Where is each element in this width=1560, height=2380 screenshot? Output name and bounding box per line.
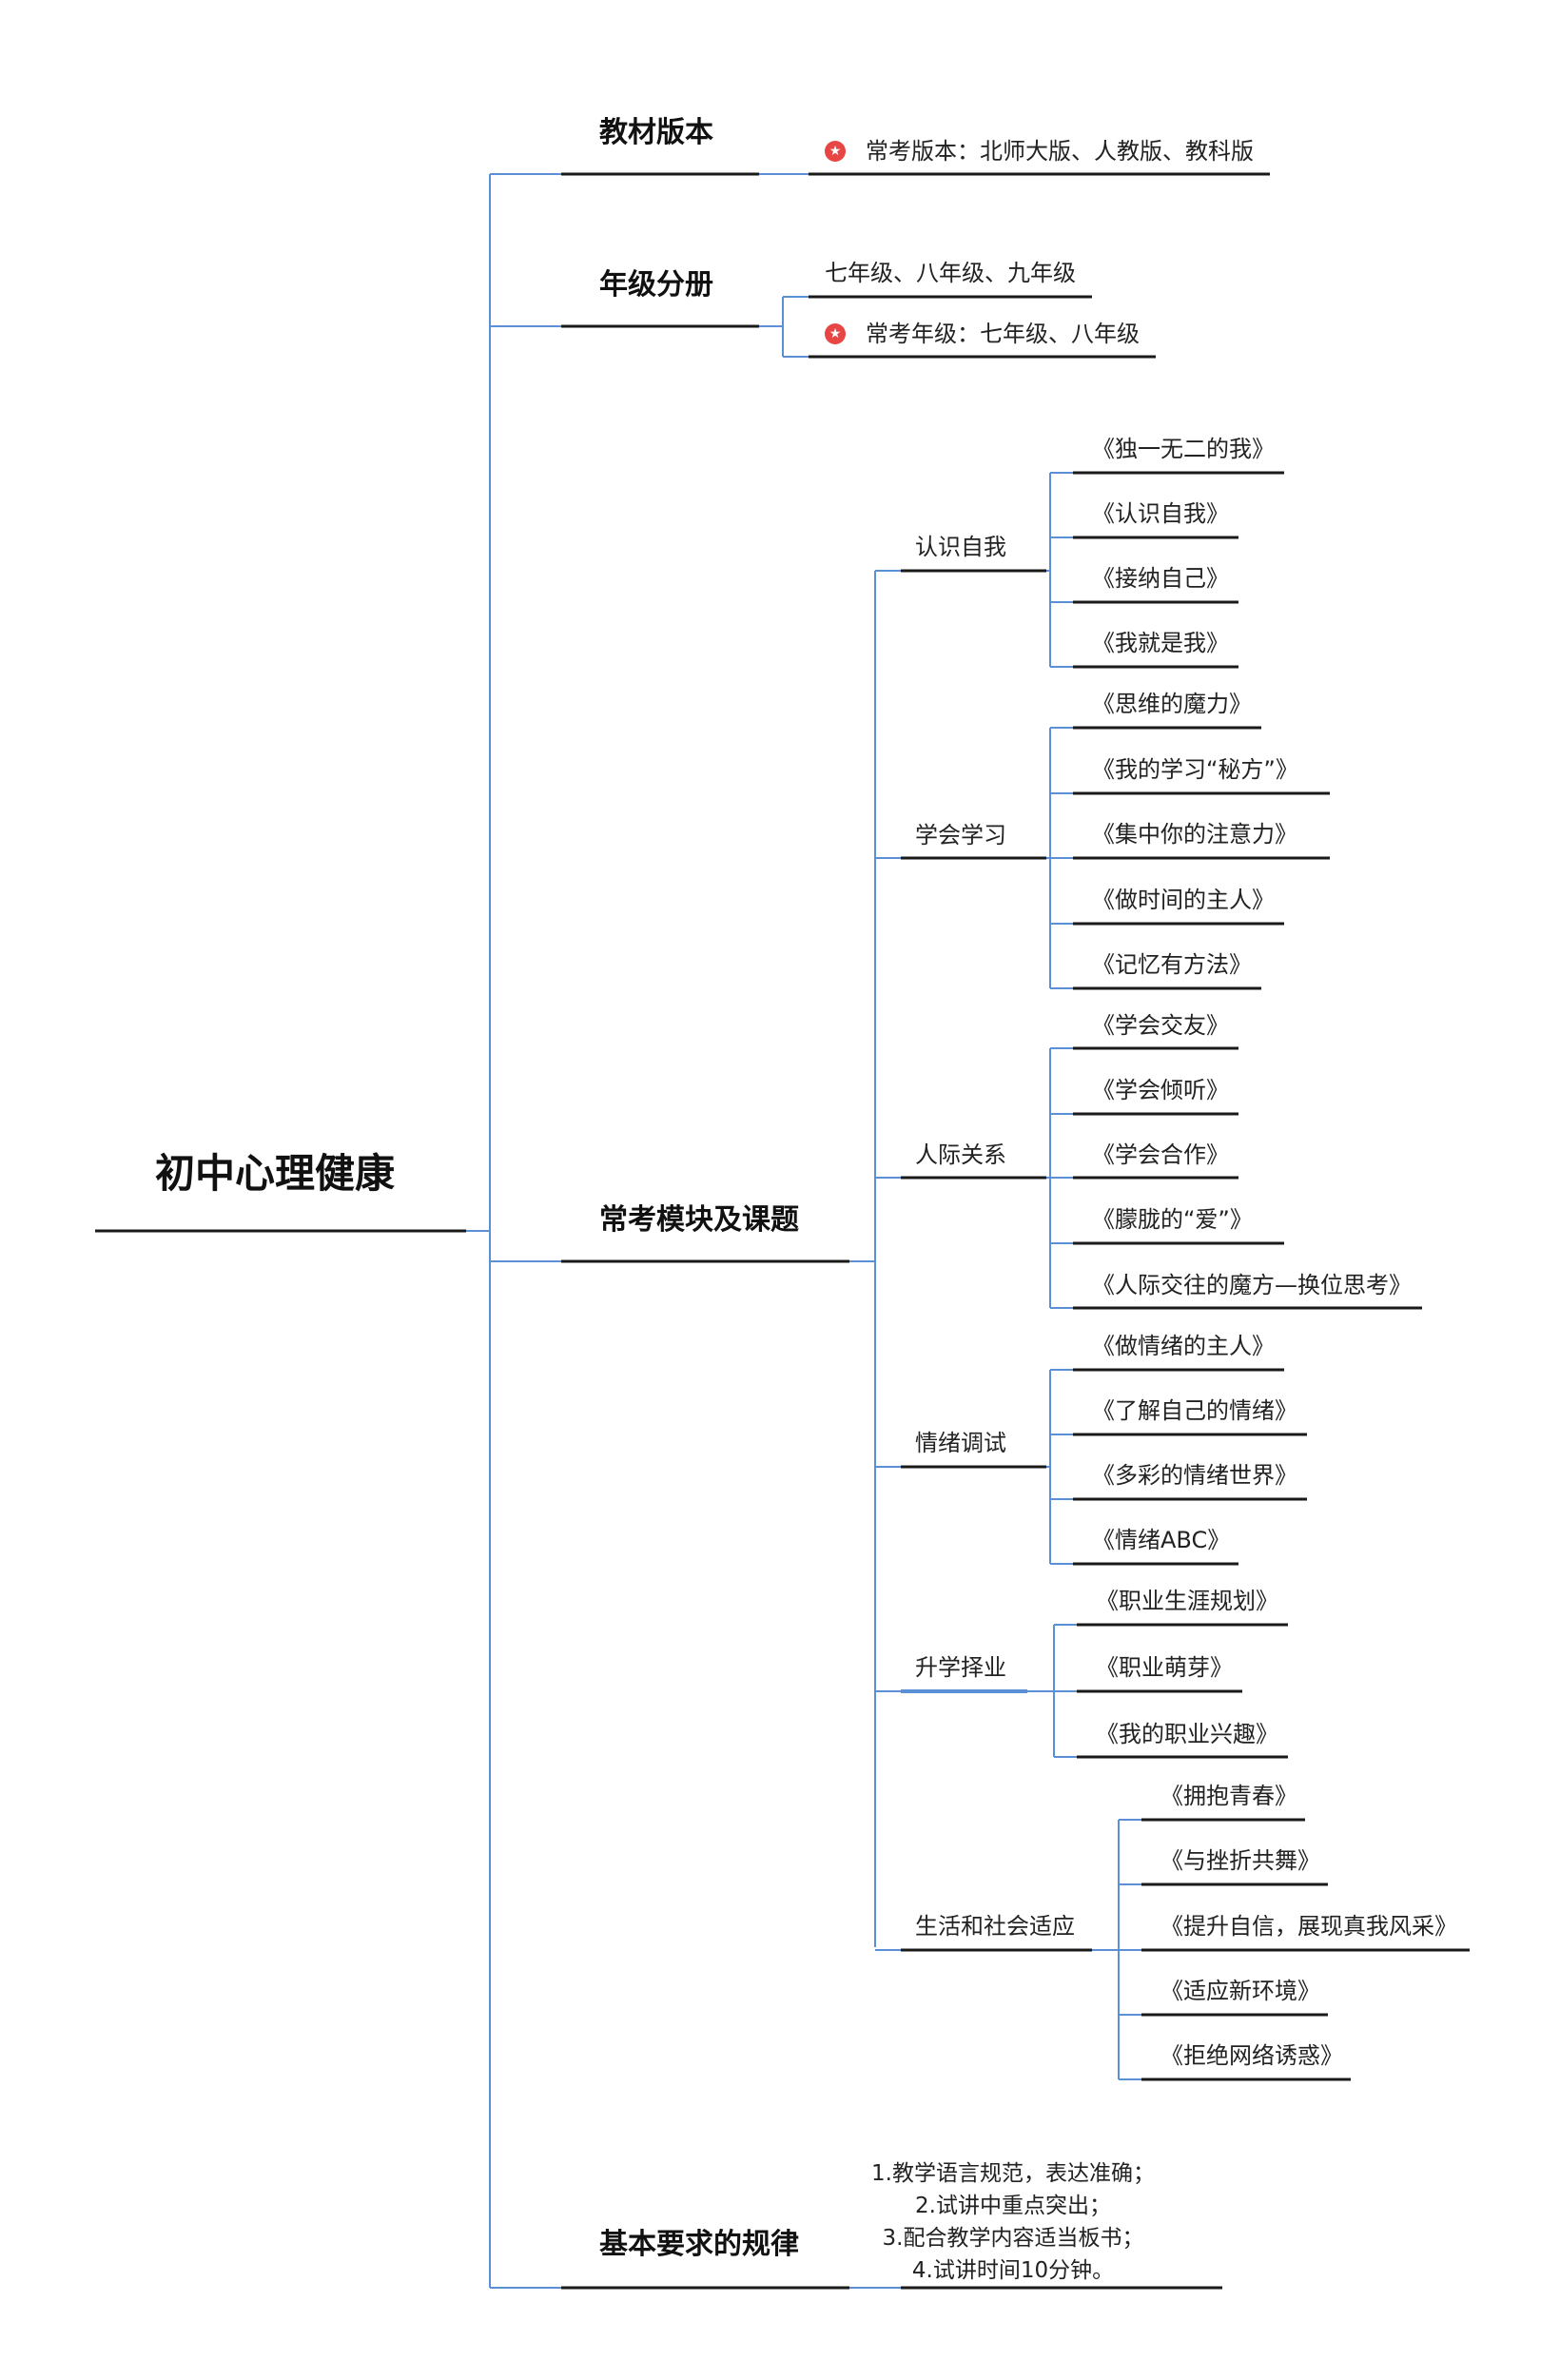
topic-item: 《独一无二的我》 (1092, 436, 1275, 462)
module-group-label: 学会学习 (915, 822, 1006, 849)
topic-item: 《适应新环境》 (1160, 1978, 1320, 2004)
topic-item: 《朦胧的“爱”》 (1092, 1206, 1253, 1233)
module-group-label: 生活和社会适应 (915, 1913, 1075, 1940)
grade-list: 七年级、八年级、九年级 (825, 260, 1076, 286)
requirements-list: 1.教学语言规范，表达准确； 2.试讲中重点突出； 3.配合教学内容适当板书； … (804, 2157, 1222, 2287)
root-node: 初中心理健康 (155, 1150, 396, 1197)
topic-item: 《拥抱青春》 (1160, 1783, 1297, 1809)
topic-item: 《做时间的主人》 (1092, 887, 1275, 913)
requirement-line: 4.试讲时间10分钟。 (911, 2258, 1115, 2283)
topic-item: 《学会倾听》 (1092, 1077, 1229, 1103)
topic-item: 《情绪ABC》 (1092, 1527, 1231, 1553)
topic-item: 《集中你的注意力》 (1092, 821, 1297, 848)
star-badge-icon: ★ (825, 141, 846, 162)
module-group-label: 认识自我 (915, 534, 1006, 560)
topic-item: 《认识自我》 (1092, 500, 1229, 527)
edition-note: 常考版本：北师大版、人教版、教科版 (866, 138, 1254, 165)
topic-item: 《多彩的情绪世界》 (1092, 1462, 1297, 1489)
requirement-line: 3.配合教学内容适当板书； (882, 2226, 1144, 2251)
topic-item: 《与挫折共舞》 (1160, 1847, 1320, 1874)
module-group-label: 升学择业 (915, 1654, 1006, 1681)
branch-grade-title: 年级分册 (599, 268, 713, 302)
topic-item: 《思维的魔力》 (1092, 691, 1252, 717)
requirement-line: 2.试讲中重点突出； (915, 2194, 1111, 2218)
branch-modules-title: 常考模块及课题 (599, 1203, 799, 1237)
topic-item: 《记忆有方法》 (1092, 951, 1252, 978)
branch-edition-title: 教材版本 (599, 116, 713, 149)
topic-item: 《接纳自己》 (1092, 565, 1229, 592)
topic-item: 《我的职业兴趣》 (1096, 1721, 1278, 1747)
requirement-line: 1.教学语言规范，表达准确； (871, 2161, 1155, 2186)
topic-item: 《学会合作》 (1092, 1141, 1229, 1168)
topic-item: 《了解自己的情绪》 (1092, 1397, 1297, 1424)
topic-item: 《职业萌芽》 (1096, 1654, 1233, 1681)
topic-item: 《职业生涯规划》 (1096, 1588, 1278, 1614)
grade-note: 常考年级：七年级、八年级 (866, 321, 1140, 347)
topic-item: 《拒绝网络诱惑》 (1160, 2042, 1343, 2069)
topic-item: 《提升自信，展现真我风采》 (1160, 1913, 1457, 1940)
topic-item: 《做情绪的主人》 (1092, 1333, 1275, 1359)
topic-item: 《我的学习“秘方”》 (1092, 756, 1298, 783)
branch-requirements-title: 基本要求的规律 (599, 2228, 799, 2261)
module-group-label: 人际关系 (915, 1141, 1006, 1168)
module-group-label: 情绪调试 (915, 1430, 1006, 1456)
star-badge-icon: ★ (825, 323, 846, 344)
topic-item: 《我就是我》 (1092, 630, 1229, 656)
topic-item: 《人际交往的魔方—换位思考》 (1092, 1272, 1412, 1298)
topic-item: 《学会交友》 (1092, 1012, 1229, 1039)
